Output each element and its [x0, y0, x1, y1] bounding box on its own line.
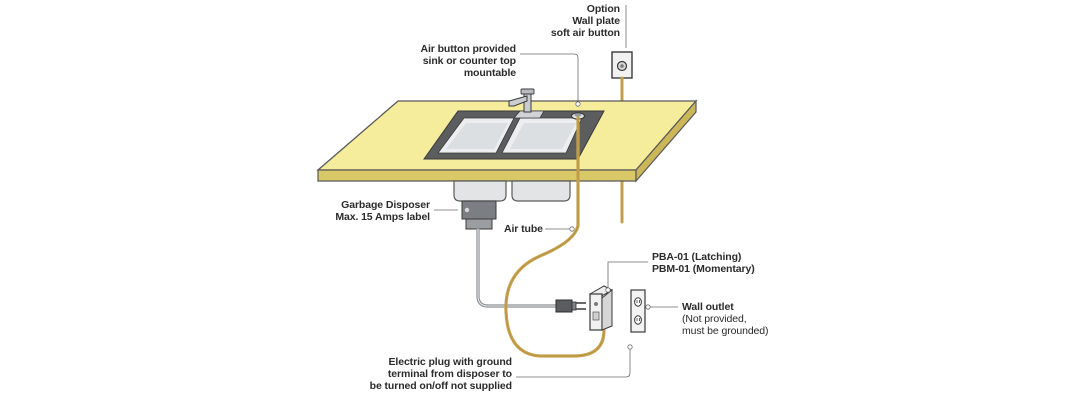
electric-plug	[555, 299, 586, 313]
air-tube-text: Air tube	[504, 223, 543, 235]
wall-plate-button	[611, 51, 633, 79]
wall-outlet	[630, 289, 646, 333]
disposer-cable	[476, 227, 558, 308]
option-wall-plate-line-1: Option	[586, 3, 620, 15]
switch-models-label: PBA-01 (Latching) PBM-01 (Momentary)	[652, 251, 755, 275]
switch-model-latching: PBA-01 (Latching)	[652, 251, 742, 263]
faucet	[508, 88, 545, 119]
air-button-label: Air button provided sink or counter top …	[400, 43, 516, 79]
electric-plug-label: Electric plug with ground terminal from …	[366, 356, 512, 392]
option-wall-plate-line-2: Wall plate	[572, 15, 620, 27]
wall-outlet-note-1: (Not provided,	[682, 313, 747, 325]
sink	[423, 110, 605, 160]
option-wall-plate-label: Option Wall plate soft air button	[544, 3, 620, 39]
air-button-line-2: sink or counter top	[422, 55, 516, 67]
wall-outlet-note-2: must be grounded)	[682, 325, 769, 337]
garbage-disposer	[461, 200, 497, 230]
switch-unit	[588, 285, 614, 331]
leader-lines	[434, 5, 678, 378]
air-button-line-3: mountable	[463, 67, 516, 79]
garbage-disposer-line-2: Max. 15 Amps label	[335, 211, 430, 223]
countertop	[316, 99, 698, 183]
electric-plug-line-1: Electric plug with ground	[388, 356, 512, 368]
electric-plug-line-2: terminal from disposer to	[387, 368, 512, 380]
wall-outlet-title: Wall outlet	[682, 301, 734, 313]
electric-plug-line-3: be turned on/off not supplied	[369, 380, 512, 392]
option-wall-plate-line-3: soft air button	[550, 27, 620, 39]
wall-outlet-label: Wall outlet (Not provided, must be groun…	[682, 301, 769, 337]
garbage-disposer-line-1: Garbage Disposer	[341, 199, 430, 211]
sink-basins-underside	[453, 180, 571, 202]
air-button-line-1: Air button provided	[420, 43, 516, 55]
switch-model-momentary: PBM-01 (Momentary)	[652, 263, 755, 275]
air-tube-label: Air tube	[504, 223, 543, 235]
garbage-disposer-label: Garbage Disposer Max. 15 Amps label	[326, 199, 430, 223]
